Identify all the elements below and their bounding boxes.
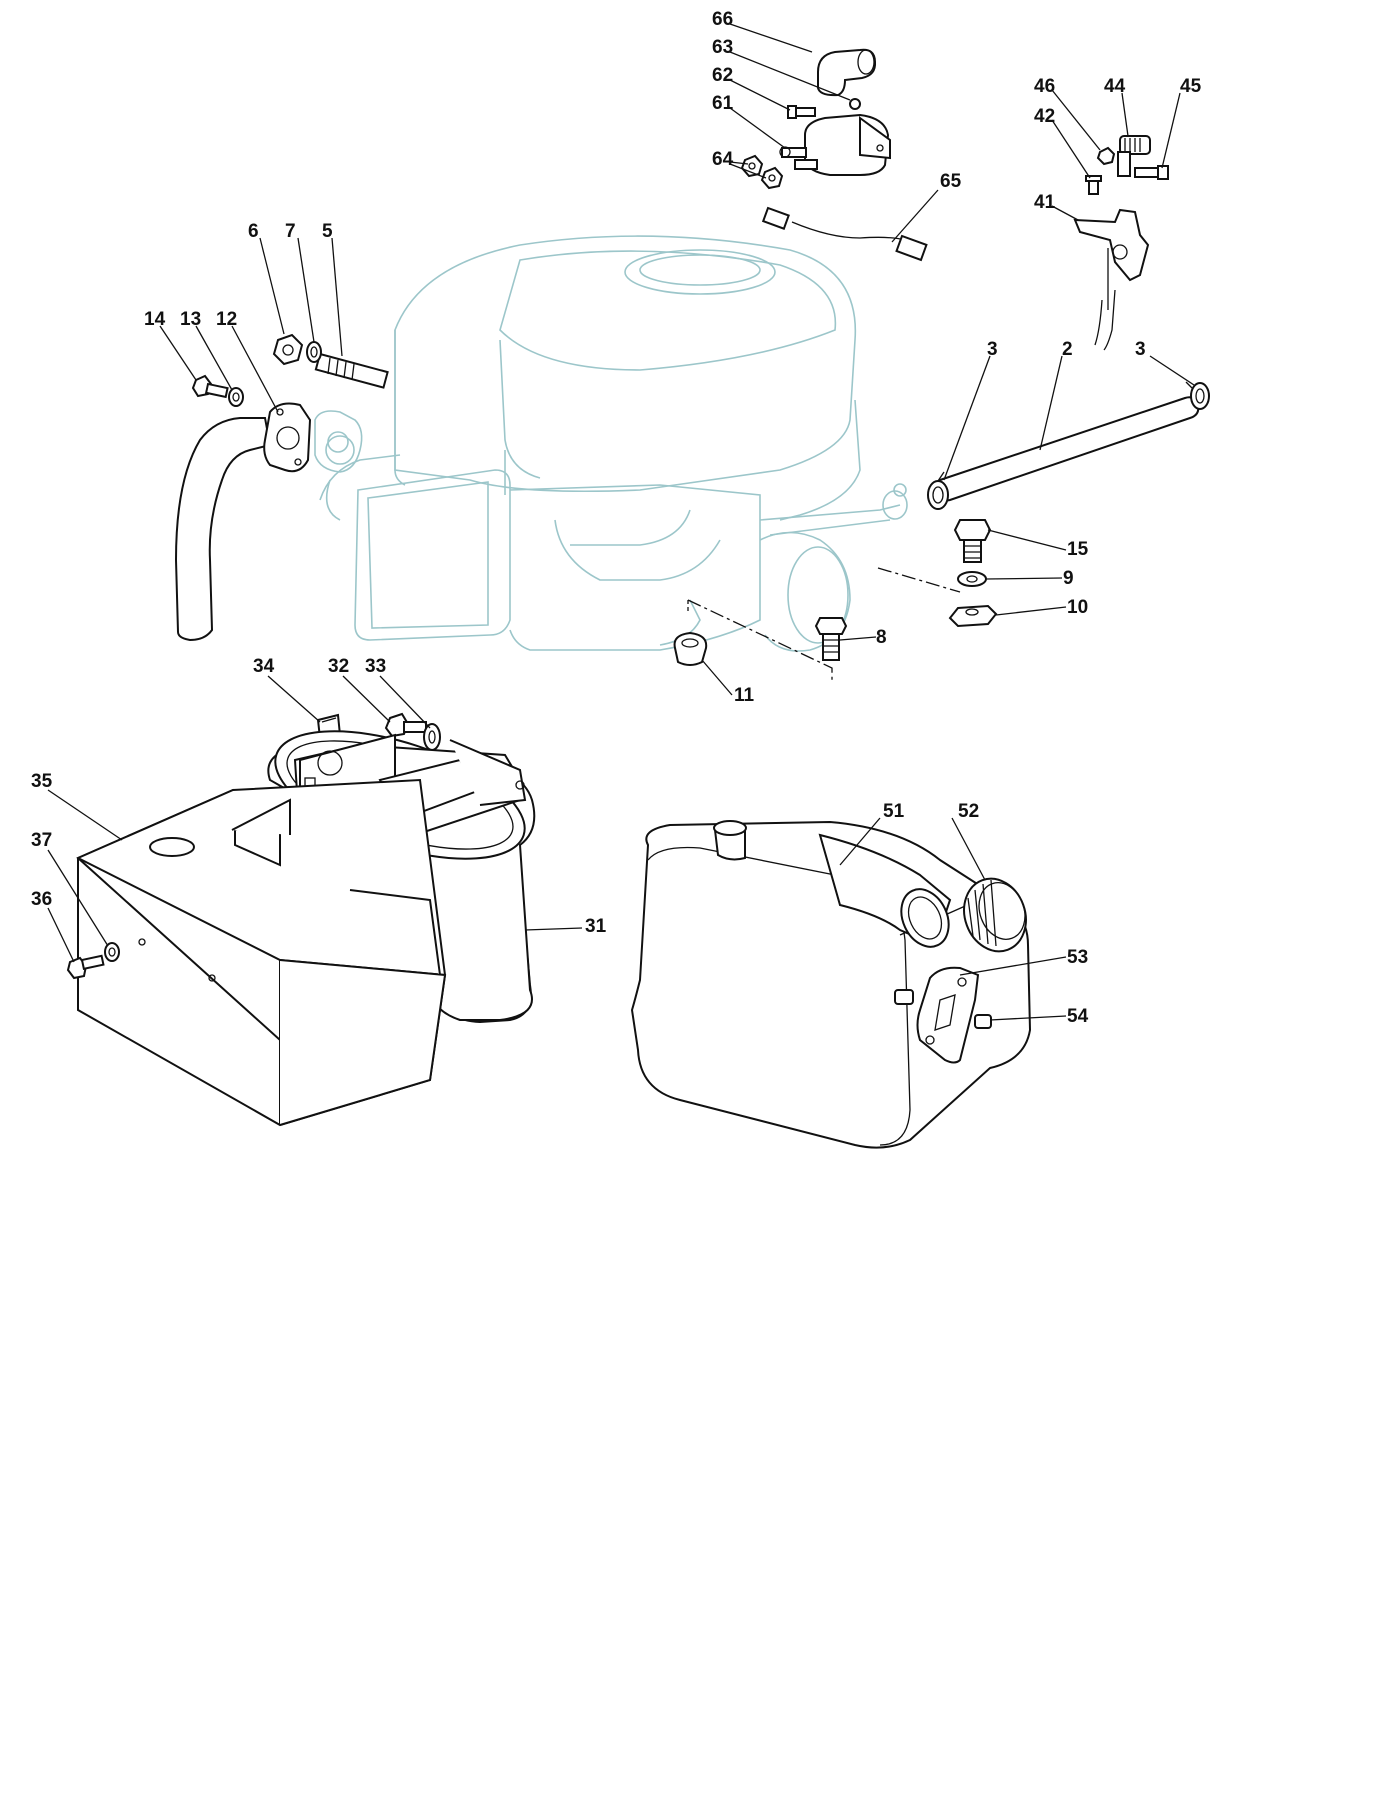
callout-65: 65 xyxy=(940,171,962,192)
part-45-screw xyxy=(1134,165,1169,180)
callout-8: 8 xyxy=(876,627,887,648)
part-2-fuel-hose xyxy=(933,396,1200,502)
callout-61: 61 xyxy=(712,93,734,114)
callout-36: 36 xyxy=(31,889,52,910)
part-52-fuel-cap xyxy=(963,877,1027,953)
callout-52: 52 xyxy=(958,801,979,822)
part-37-washer xyxy=(104,942,120,962)
part-35-heat-shield xyxy=(76,778,447,1127)
callout-42: 42 xyxy=(1034,106,1055,127)
callout-53: 53 xyxy=(1067,947,1088,968)
callout-37: 37 xyxy=(31,830,52,851)
callout-51: 51 xyxy=(883,801,905,822)
leader-lines xyxy=(47,23,1195,1021)
part-66-boot xyxy=(817,48,877,97)
part-3-hose-clamp-2 xyxy=(1185,381,1210,410)
gasket-ghost xyxy=(314,410,363,473)
part-5-stud xyxy=(314,352,389,389)
part-42-pin xyxy=(1085,175,1102,195)
part-53-tank-bracket xyxy=(916,966,980,1064)
callout-44: 44 xyxy=(1104,76,1126,97)
part-6-nut xyxy=(272,333,304,366)
callout-3: 3 xyxy=(1135,339,1146,360)
part-9-lock-washer xyxy=(957,571,987,587)
part-44-cable-clamp xyxy=(1117,135,1151,177)
callout-45: 45 xyxy=(1180,76,1202,97)
part-32-bolt xyxy=(384,712,427,738)
part-14-bolt xyxy=(191,374,229,399)
engine-ghost-outline xyxy=(319,235,901,652)
callout-7: 7 xyxy=(285,221,296,242)
callout-15: 15 xyxy=(1067,539,1089,560)
callout-31: 31 xyxy=(585,916,607,937)
callout-13: 13 xyxy=(180,309,201,330)
callout-46: 46 xyxy=(1034,76,1055,97)
callout-41: 41 xyxy=(1034,192,1056,213)
part-41-throttle-lever xyxy=(1073,208,1150,351)
callout-62: 62 xyxy=(712,65,733,86)
callout-6: 6 xyxy=(248,221,259,242)
callout-33: 33 xyxy=(365,656,386,677)
callout-64: 64 xyxy=(712,149,734,170)
part-54-screw xyxy=(894,989,992,1029)
alignment-lines xyxy=(687,567,961,680)
part-65-wire-harness xyxy=(761,206,928,262)
callout-3: 3 xyxy=(987,339,998,360)
part-3-hose-clamp xyxy=(927,471,949,510)
callout-12: 12 xyxy=(216,309,237,330)
part-62-screw xyxy=(787,105,816,119)
callout-66: 66 xyxy=(712,9,733,30)
callout-11: 11 xyxy=(734,685,755,706)
part-51-fuel-tank xyxy=(630,820,1032,1149)
part-7-washer xyxy=(306,341,322,363)
part-36-bolt xyxy=(66,954,105,980)
callout-63: 63 xyxy=(712,37,733,58)
part-12-exhaust-pipe xyxy=(174,402,312,642)
callout-32: 32 xyxy=(328,656,349,677)
part-63-nut xyxy=(849,98,861,110)
callout-35: 35 xyxy=(31,771,53,792)
part-13-washer xyxy=(228,387,244,407)
callout-14: 14 xyxy=(144,309,166,330)
callout-54: 54 xyxy=(1067,1006,1089,1027)
callout-9: 9 xyxy=(1063,568,1074,589)
callout-2: 2 xyxy=(1062,339,1073,360)
part-11-grommet xyxy=(673,631,708,666)
callout-34: 34 xyxy=(253,656,275,677)
part-61-solenoid xyxy=(779,113,891,176)
part-10-nut xyxy=(948,604,998,628)
callout-10: 10 xyxy=(1067,597,1088,618)
part-33-washer xyxy=(423,723,441,751)
part-64-nuts xyxy=(740,154,784,190)
part-46-nut xyxy=(1096,146,1116,166)
part-15-bolt xyxy=(953,519,992,563)
part-8-bolt xyxy=(814,617,848,661)
fuel-inlet-ghost xyxy=(882,483,908,520)
callout-5: 5 xyxy=(322,221,333,242)
